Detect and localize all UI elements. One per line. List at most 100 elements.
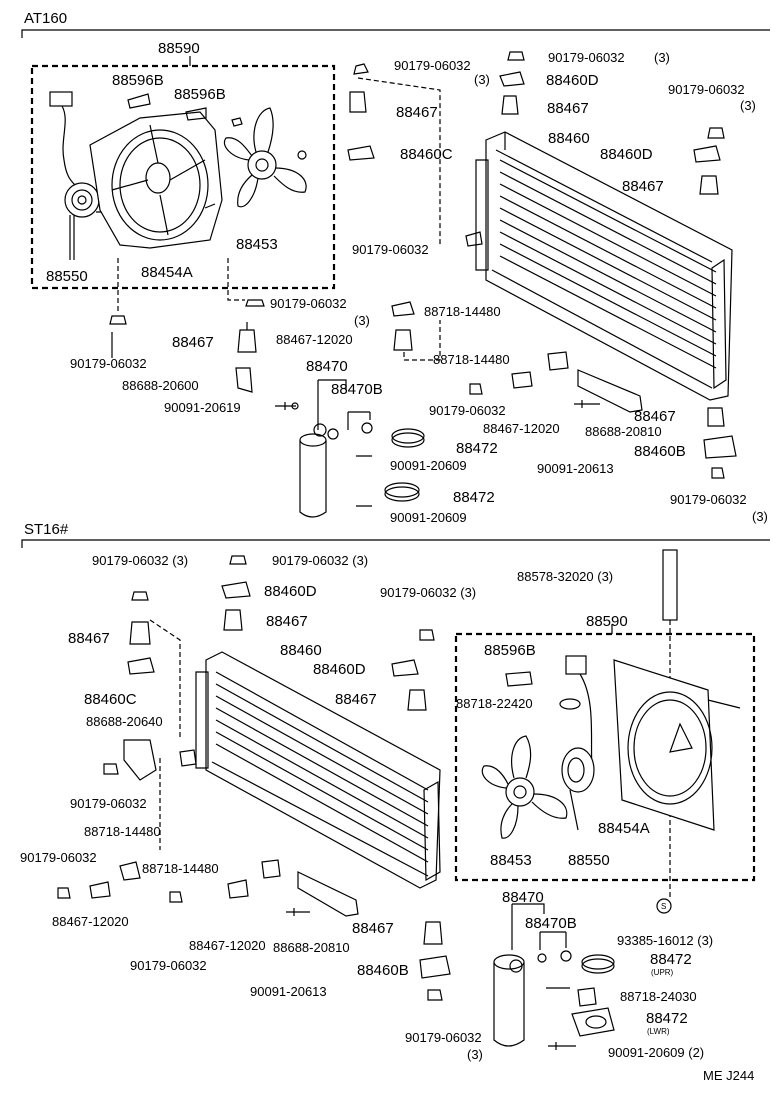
- label-lower-receiver: 88470: [502, 889, 544, 906]
- assembly-box-lower: [454, 632, 756, 882]
- label-upper-nut-mid2: 90179-06032: [270, 296, 347, 311]
- label-upper-nut-top-2: 90179-06032: [548, 50, 625, 65]
- label-upper-bracket-c: 88460C: [400, 146, 453, 163]
- label-lower-shroud: 88454A: [598, 820, 650, 837]
- label-lower-nut-3: 90179-06032 (3): [380, 585, 477, 600]
- label-upper-nut-mid2-qty: (3): [354, 313, 370, 328]
- label-upper-shroud-clip-1: 88596B: [112, 72, 164, 89]
- label-lower-cushion-lower: 88467: [352, 920, 394, 937]
- label-lower-shroud-clip: 88596B: [484, 642, 536, 659]
- receiver-upper: [299, 379, 373, 518]
- label-lower-nut-bottom2-qty: (3): [467, 1047, 483, 1062]
- label-lower-cushion-a: 88467: [266, 613, 308, 630]
- label-upper-cushion-left: 88467: [172, 334, 214, 351]
- label-lower-bracket-left: 88688-20640: [86, 714, 163, 729]
- label-upper-bolt-lower: 90091-20613: [537, 461, 614, 476]
- label-lower-nut-bottom2: 90179-06032: [405, 1030, 482, 1045]
- label-lower-spacer: 88578-32020 (3): [517, 569, 614, 584]
- label-upper-nut-right: 90179-06032: [668, 82, 745, 97]
- fan-shroud-lower: [613, 659, 741, 831]
- fan-motor-lower: [561, 655, 595, 831]
- label-lower-pipe-top: 88718-22420: [456, 696, 533, 711]
- label-lower-assy-88590: 88590: [586, 613, 628, 630]
- label-lower-nut-2: 90179-06032 (3): [272, 553, 369, 568]
- label-lower-fan: 88453: [490, 852, 532, 869]
- label-upper-bracket-lower: 88688-20810: [585, 424, 662, 439]
- label-lower-pipe-88467-a: 88467-12020: [52, 914, 129, 929]
- clamp-upr-lower: [581, 954, 615, 974]
- label-upper-bolt-2: 90091-20609: [390, 510, 467, 525]
- label-upper-bracket-b: 88460B: [634, 443, 686, 460]
- condenser-upper: [465, 131, 733, 401]
- fan-blade-lower: [481, 735, 568, 839]
- label-upper-nut-lower: 90179-06032: [429, 403, 506, 418]
- label-lower-bracket-b: 88460B: [357, 962, 409, 979]
- footer-code: ME J244: [703, 1068, 755, 1083]
- label-upper-bracket-d-top-qty: (3): [474, 72, 490, 87]
- label-upper-nut-bottom-right: 90179-06032: [670, 492, 747, 507]
- section-divider-lower: [21, 539, 770, 548]
- seal-lower: [559, 698, 581, 710]
- condenser-lower: [179, 651, 441, 889]
- receiver-lower: [493, 903, 572, 1047]
- label-lower-clamp-upr-note: (UPR): [651, 968, 674, 977]
- label-upper-receiver: 88470: [306, 358, 348, 375]
- label-upper-pipe-88718-a: 88718-14480: [424, 304, 501, 319]
- label-lower-nut-far-left: 90179-06032: [20, 850, 97, 865]
- clamp-upper-1: [391, 428, 425, 448]
- clamp-lwr-lower: [571, 1007, 615, 1037]
- label-upper-nut-right-qty: (3): [740, 98, 756, 113]
- label-upper-shroud-clip-2: 88596B: [174, 86, 226, 103]
- label-upper-assy-88590: 88590: [158, 40, 200, 57]
- label-upper-shroud: 88454A: [141, 264, 193, 281]
- label-lower-s-mark: S: [661, 902, 667, 911]
- label-upper-nut-top-1: 90179-06032: [394, 58, 471, 73]
- cushion-upper-left: [237, 322, 257, 353]
- label-upper-nut-bottom-right-qty: (3): [752, 509, 768, 524]
- label-lower-bracket-d2: 88460D: [313, 661, 366, 678]
- label-lower-pipe-88718-a: 88718-14480: [84, 824, 161, 839]
- section-title-upper: AT160: [24, 10, 68, 27]
- label-lower-bracket-d: 88460D: [264, 583, 317, 600]
- label-lower-condenser: 88460: [280, 642, 322, 659]
- label-lower-nut-bottom: 90179-06032: [130, 958, 207, 973]
- label-upper-fan: 88453: [236, 236, 278, 253]
- label-upper-cushion-top-1: 88467: [396, 104, 438, 121]
- fan-blade-upper: [223, 107, 307, 208]
- label-lower-clamp-upr: 88472: [650, 951, 692, 968]
- label-upper-condenser: 88460: [548, 130, 590, 147]
- label-lower-pipe-88718-b: 88718-14480: [142, 861, 219, 876]
- label-upper-cushion-right: 88467: [622, 178, 664, 195]
- label-lower-nut-left: 90179-06032: [70, 796, 147, 811]
- assembly-box-upper: [30, 64, 336, 290]
- bracket-upper-left: [235, 367, 253, 393]
- label-lower-cushion-b: 88467: [335, 691, 377, 708]
- label-upper-clamp-1: 88472: [456, 440, 498, 457]
- section-divider-upper: [21, 29, 770, 38]
- label-upper-clamp-2: 88472: [453, 489, 495, 506]
- label-upper-nut-top-2-qty: (3): [654, 50, 670, 65]
- label-lower-receiver-part: 88470B: [525, 915, 577, 932]
- label-lower-motor: 88550: [568, 852, 610, 869]
- label-lower-seal: 93385-16012 (3): [617, 933, 714, 948]
- label-lower-bracket-lower: 88688-20810: [273, 940, 350, 955]
- label-upper-bolt-1: 90091-20609: [390, 458, 467, 473]
- label-lower-pipe-24030: 88718-24030: [620, 989, 697, 1004]
- label-upper-bolt-left: 90091-20619: [164, 400, 241, 415]
- nut-upper-left: [109, 315, 127, 325]
- fan-shroud-upper: [89, 93, 223, 249]
- label-lower-pipe-88467-b: 88467-12020: [189, 938, 266, 953]
- bolt-upper-left: [275, 402, 299, 410]
- label-upper-receiver-part: 88470B: [331, 381, 383, 398]
- label-lower-clamp-lwr-note: (LWR): [647, 1027, 670, 1036]
- clamp-upper-2: [384, 482, 420, 502]
- label-lower-bracket-c: 88460C: [84, 691, 137, 708]
- label-upper-cushion-top-2: 88467: [547, 100, 589, 117]
- section-title-lower: ST16#: [24, 521, 69, 538]
- label-lower-bolt-lower: 90091-20613: [250, 984, 327, 999]
- label-upper-pipe-88467-b: 88467-12020: [483, 421, 560, 436]
- label-upper-bracket-d-top: 88460D: [546, 72, 599, 89]
- label-upper-nut-left: 90179-06032: [70, 356, 147, 371]
